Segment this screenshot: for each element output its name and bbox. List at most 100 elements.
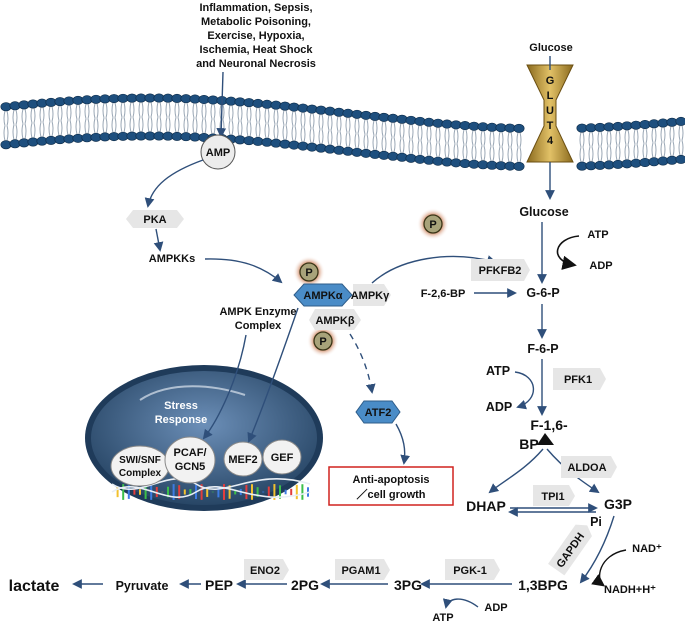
lipid-tail xyxy=(597,131,603,147)
stimuli-line: and Neuronal Necrosis xyxy=(196,58,316,70)
lipid-tail xyxy=(633,129,639,145)
lipid-tail xyxy=(480,130,486,146)
lipid-head xyxy=(675,154,685,164)
lipid-head xyxy=(513,123,525,133)
lipid-tail xyxy=(606,130,612,147)
lipid-tail xyxy=(597,146,603,162)
lipid-tail xyxy=(381,136,387,152)
lipid-tail xyxy=(264,108,270,124)
lipid-tail xyxy=(633,144,639,160)
lipid-tail xyxy=(489,131,495,147)
lipid-tail xyxy=(48,106,54,122)
lipid-tail xyxy=(615,130,621,146)
aldolase-triangle xyxy=(537,433,554,445)
lipid-tail xyxy=(309,112,315,129)
lipid-tail xyxy=(165,102,171,118)
pgk1-label: PGK-1 xyxy=(453,565,487,577)
lipid-tail xyxy=(174,117,180,133)
lipid-tail xyxy=(300,126,306,143)
lipid-tail xyxy=(516,132,522,148)
lipid-tail xyxy=(75,119,81,135)
lipid-tail xyxy=(516,147,522,163)
lipid-tail xyxy=(300,111,306,128)
lipid-tail xyxy=(390,122,396,138)
atp2-label: ATP xyxy=(486,364,510,378)
lipid-tail xyxy=(453,143,459,159)
lipid-tail xyxy=(282,124,288,141)
lipid-tail xyxy=(102,117,108,134)
lipid-tail xyxy=(642,143,648,159)
pgk1-box xyxy=(445,559,500,580)
phospho-circle: P xyxy=(293,256,325,288)
lipid-tail xyxy=(255,122,261,138)
pgam1-box xyxy=(335,559,390,580)
lipid-tail xyxy=(93,118,99,134)
lipid-tail xyxy=(579,146,585,163)
lipid-tail xyxy=(39,107,45,123)
arrow-nad-nadh xyxy=(591,549,627,587)
lipid-tail xyxy=(345,117,351,133)
lipid-tail xyxy=(678,140,684,156)
amp-label: AMP xyxy=(206,147,230,159)
amp-node: AMP xyxy=(200,134,236,170)
arrow-ampk-mef2 xyxy=(247,307,299,443)
lipid-tail xyxy=(120,117,126,133)
outcome-line-2: ／cell growth xyxy=(356,488,425,501)
lipid-tail xyxy=(678,125,684,141)
complex-label-1: AMPK Enzyme xyxy=(219,306,296,318)
stress-response-label-1: Stress xyxy=(164,400,198,412)
lipid-head xyxy=(396,152,408,162)
lipid-tail xyxy=(336,116,342,132)
lipid-tail xyxy=(237,105,243,122)
lipid-tail xyxy=(624,129,630,145)
lipid-tail xyxy=(39,122,45,138)
lipid-tail xyxy=(264,123,270,139)
stress-response-label-2: Response xyxy=(155,414,208,426)
glut4-letter: G xyxy=(546,75,555,87)
nadh-label: NADH+H⁺ xyxy=(604,584,656,596)
lipid-tail xyxy=(507,131,513,148)
stimuli-line: Exercise, Hypoxia, xyxy=(207,30,304,42)
lactate-label: lactate xyxy=(9,578,60,595)
ampk-beta-label: AMPKβ xyxy=(315,315,354,327)
lipid-head xyxy=(675,116,685,126)
lipid-tail xyxy=(111,117,117,133)
complex-label-2: Complex xyxy=(235,320,282,332)
lipid-tail xyxy=(462,129,468,145)
lipid-tail xyxy=(21,108,27,125)
ampk-gamma-label: AMPKγ xyxy=(351,290,390,302)
tpi1-box xyxy=(533,485,575,506)
phospho-circle: P xyxy=(307,325,339,357)
lipid-tail xyxy=(381,121,387,137)
phospho-circle: P xyxy=(417,208,449,240)
lipid-tail xyxy=(75,104,81,120)
lipid-tail xyxy=(21,123,27,140)
lipid-tail xyxy=(471,130,477,146)
pka-label: PKA xyxy=(143,214,166,226)
lipid-tail xyxy=(462,144,468,160)
phospho-label: P xyxy=(305,267,312,279)
pgam1-label: PGAM1 xyxy=(341,565,380,577)
glut4-letter: L xyxy=(547,90,554,102)
arrow-pka-ampkks xyxy=(153,228,164,252)
lipid-tail xyxy=(651,127,657,143)
lipid-tail xyxy=(444,127,450,144)
lipid-tail xyxy=(489,146,495,162)
lipid-tail xyxy=(642,128,648,144)
atp3-label: ATP xyxy=(432,612,453,623)
dna-strands xyxy=(111,478,311,500)
arrow-atp-adp-2 xyxy=(514,371,535,410)
lipid-tail xyxy=(48,121,54,137)
pg2-label: 2PG xyxy=(291,577,319,593)
lipid-tail xyxy=(138,116,144,133)
lipid-tail xyxy=(273,124,279,140)
lipid-tail xyxy=(471,145,477,161)
lipid-tail xyxy=(84,103,90,119)
stimuli-line: Metabolic Poisoning, xyxy=(201,16,311,28)
eno2-label: ENO2 xyxy=(250,565,280,577)
lipid-tail xyxy=(102,102,108,119)
lipid-tail xyxy=(336,131,342,147)
lipid-tail xyxy=(498,146,504,162)
gapdh-box: GAPDH xyxy=(548,524,592,576)
lipid-tail xyxy=(660,126,666,143)
